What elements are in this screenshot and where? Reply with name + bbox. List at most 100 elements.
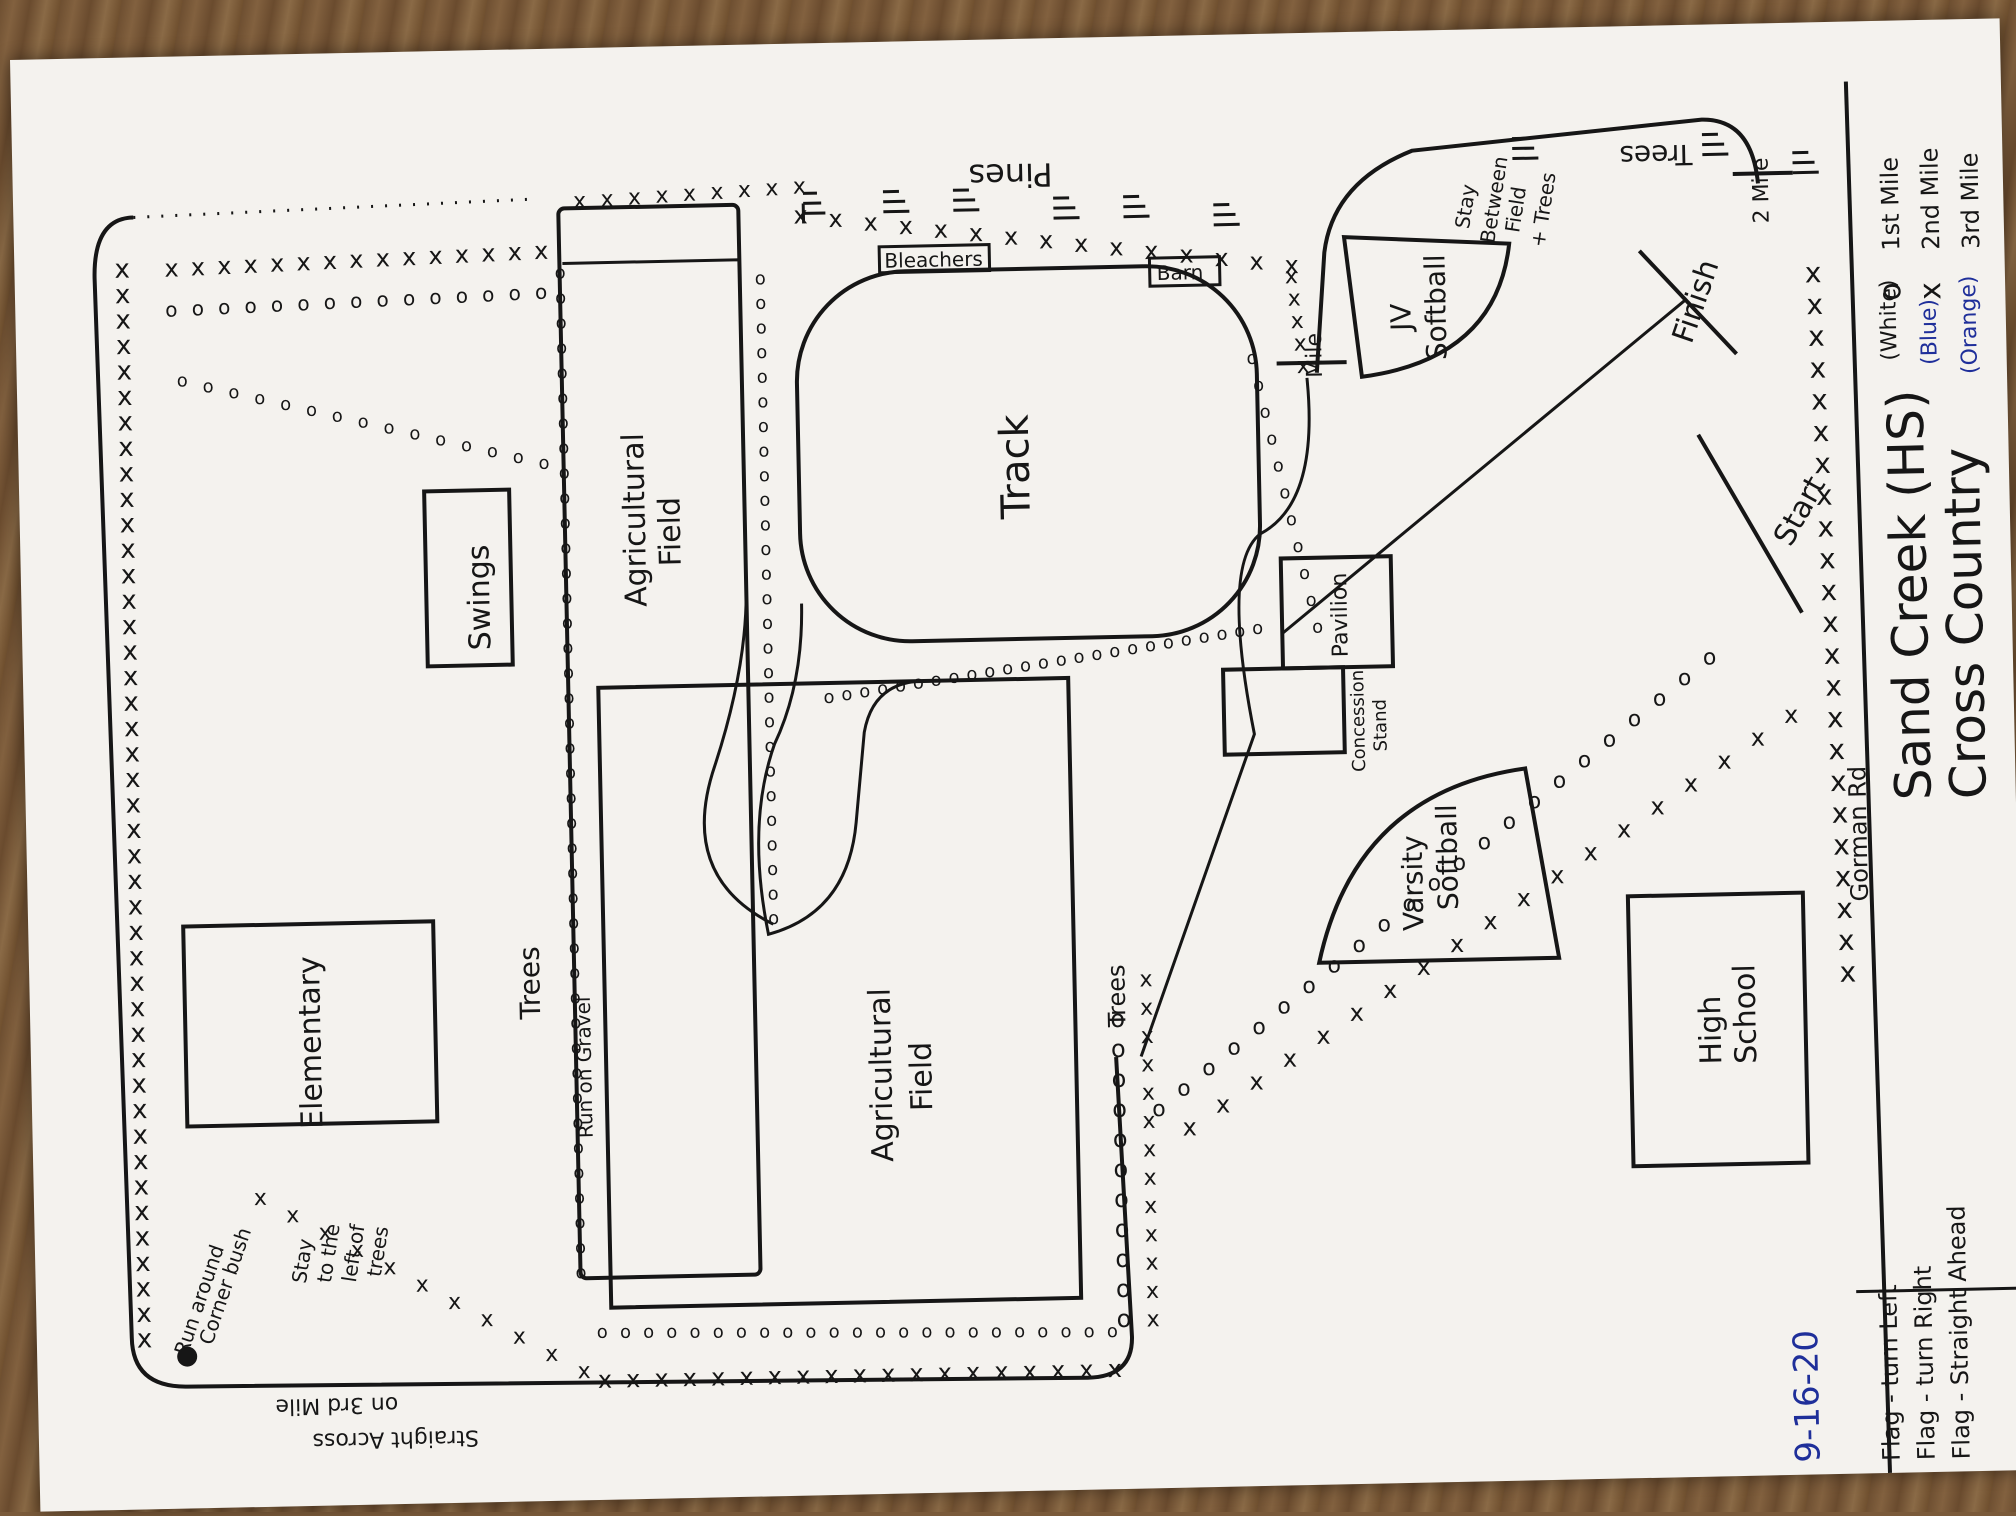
mile-2-mark: x (545, 1342, 559, 1367)
mile-2-mark: x (1831, 797, 1848, 830)
mile-1-mark: o (762, 637, 773, 658)
mile-2-mark: x (318, 1221, 332, 1246)
mile-1-mark: o (568, 912, 579, 933)
mile-1-mark: o (767, 859, 778, 880)
mile-2-mark: x (1051, 1356, 1066, 1384)
mile-2-mark: x (1004, 223, 1019, 251)
mile-1-mark: o (767, 883, 778, 904)
mile-1-mark: o (763, 687, 774, 708)
mile-2-mark: x (116, 356, 132, 386)
mile-2-mark: x (191, 253, 206, 281)
flag-legend-1: Flag - turn Left (1874, 1284, 1906, 1461)
mile-2-mark: x (125, 764, 141, 794)
mile-1-mark: o (1116, 1275, 1131, 1303)
mile-2-mark: x (131, 1044, 147, 1074)
mile-1-mark: o (557, 387, 568, 408)
mile-2-mark: x (114, 255, 130, 285)
mile-1-mark: o (1038, 652, 1049, 673)
mile-1-mark: o (574, 1212, 585, 1233)
jv-softball-label-1: JV (1384, 303, 1418, 333)
mile-2-mark: x (1145, 1251, 1159, 1276)
course-markings: xxxxxxxxxxxxxxxxxxxxxxxxxxxxxxxxxxxxxxxx… (114, 174, 1856, 1394)
ag-field-lower-label-1: Agricultural (863, 988, 902, 1163)
mile-2-mark: x (126, 815, 142, 845)
mile-1-mark: o (565, 787, 576, 808)
mile-2-mark: x (217, 252, 232, 280)
mile-1-mark: o (1055, 650, 1066, 671)
mile-1-mark: o (1234, 621, 1245, 642)
mile-2-mark: x (1583, 838, 1598, 866)
legend: (White) o 1st Mile (Blue) x 2nd Mile (Or… (1873, 147, 1985, 374)
mile-1-mark: o (1073, 647, 1084, 668)
mile-2-mark: x (1182, 1113, 1197, 1141)
mile-1-mark: o (306, 400, 317, 421)
right-loop-path (1314, 117, 1760, 373)
mile-2-mark: x (129, 942, 145, 972)
mile-2-mark: x (1823, 638, 1840, 671)
mile-1-mark: o (177, 370, 188, 391)
mile-1-mark: o (913, 673, 924, 694)
mile-1-mark: o (1253, 375, 1264, 396)
mile-1-mark: o (574, 1187, 585, 1208)
mile-2-mark: x (1830, 765, 1847, 798)
mile-1-mark: o (228, 382, 239, 403)
mile-1-mark: o (535, 280, 548, 304)
pavilion-label: Pavilion (1327, 572, 1354, 657)
course-map-paper: Elementary Swings Agricultural Field Agr… (10, 18, 2016, 1512)
mile-2-mark: x (121, 586, 137, 616)
flags-legend-divider (1856, 1286, 2016, 1294)
mile-1-mark: o (1477, 830, 1491, 855)
mile-2-mark: x (628, 185, 642, 210)
mile-2-mark: x (767, 1362, 782, 1390)
mile-1-mark: o (376, 287, 389, 311)
flag-legend-3: Flag - Straight Ahead (1942, 1205, 1975, 1460)
mile-1-mark: o (350, 289, 363, 313)
mile-1-mark: o (271, 292, 284, 316)
mile-1-mark: o (1115, 1245, 1130, 1273)
mile-2-mark: x (1827, 701, 1844, 734)
legend-color-1: (White) (1876, 279, 1903, 361)
track-oval (794, 264, 1263, 644)
mile-1-mark: o (1112, 1095, 1127, 1123)
straight-across-2: on 3rd Mile (275, 1391, 398, 1419)
mile-2-mark: x (1296, 354, 1310, 379)
mile-1-mark: o (1202, 1056, 1216, 1081)
mile-1-mark: o (757, 367, 768, 388)
mile-2-mark: x (1839, 956, 1856, 989)
mile-1-mark: o (1703, 645, 1717, 670)
mile-1-mark: o (482, 282, 495, 306)
mile-1-mark: o (736, 1322, 747, 1343)
mile-1-mark: o (756, 342, 767, 363)
mile-2-mark: x (415, 1273, 429, 1298)
finish-line (1637, 249, 1738, 356)
mile-2-mark: x (481, 239, 496, 267)
mile-1-mark: o (1227, 1035, 1241, 1060)
mile-1-mark: o (1163, 632, 1174, 653)
gorman-road-label: Gorman Rd (1843, 766, 1874, 902)
mile-1-mark: o (559, 487, 570, 508)
corner-bush-dot (177, 1346, 198, 1367)
mile-1-mark: o (1252, 1015, 1266, 1040)
mile-1-mark: o (555, 312, 566, 333)
mile-1-mark: o (573, 1162, 584, 1183)
mile-1-mark: o (1653, 686, 1667, 711)
high-school-label-1: High (1693, 995, 1729, 1065)
mile-2-mark: x (1817, 510, 1834, 543)
mile-1-mark: o (561, 587, 572, 608)
mile-1-mark: o (218, 295, 231, 319)
mile-1-mark: o (1114, 1185, 1129, 1213)
mile-1-mark: o (1277, 994, 1291, 1019)
mile-1-mark: o (1110, 1005, 1125, 1033)
mile-1-mark: o (1002, 658, 1013, 679)
mile-1-mark: o (568, 937, 579, 958)
mile-2-mark: x (1142, 1109, 1156, 1134)
mile-1-mark: o (1286, 509, 1297, 530)
ag-field-lower-outline (596, 675, 1084, 1310)
mile-1-mark: o (554, 262, 565, 283)
ag-field-upper-inner (562, 258, 774, 926)
mile-1-mark: o (895, 675, 906, 696)
mile-1-mark: o (643, 1322, 654, 1343)
mile-1-mark: o (762, 613, 773, 634)
mile-2-mark: x (455, 241, 470, 269)
mile-1-mark: o (357, 412, 368, 433)
